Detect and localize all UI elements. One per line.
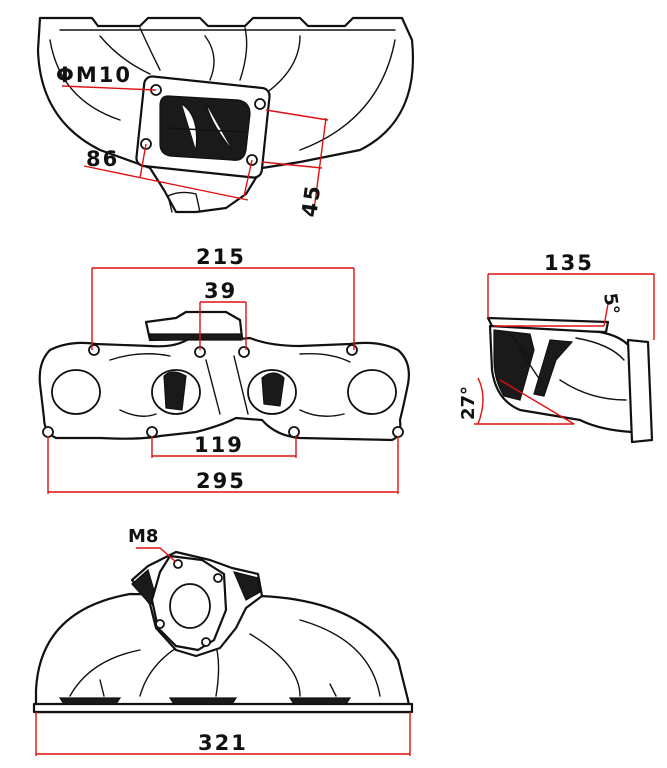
front-view-dim-39-line [199, 301, 247, 350]
front-view-bolt-5 [42, 426, 54, 438]
side-view-shadow [493, 329, 574, 401]
front-view-turbo-mount-shadow [149, 333, 243, 341]
bottom-view-stud-2 [213, 573, 223, 583]
bottom-view-stud-3 [155, 619, 165, 629]
bottom-view-stud-label: M8 [128, 526, 158, 547]
front-view-dim-215-line [91, 267, 355, 350]
bottom-view-dim-321-line [35, 712, 411, 756]
top-view: ΦM10 86 45 [36, 16, 414, 219]
top-view-leader-m10 [61, 85, 157, 91]
top-view-port-divider [165, 103, 247, 151]
top-view-dim-86-line [83, 143, 253, 201]
top-view-thread-label: ΦM10 [56, 63, 132, 87]
front-view-dim-295-line [47, 436, 399, 494]
bottom-view: M8 321 [32, 526, 414, 756]
bottom-view-dim-321: 321 [198, 731, 248, 755]
front-view-runner-lines [109, 352, 351, 417]
front-view-bolt-4 [346, 344, 358, 356]
side-view-angle-27-line [474, 377, 575, 425]
top-view-downpipe [167, 191, 201, 213]
front-view-bolt-8 [392, 426, 404, 438]
front-view-bolt-6 [146, 426, 158, 438]
side-view-details [509, 333, 627, 401]
front-view-dim-119: 119 [194, 433, 244, 457]
top-view-runner-lines [49, 27, 396, 151]
front-view-port-2-runner [163, 371, 187, 411]
front-view-dim-39: 39 [204, 279, 237, 303]
front-view-bolt-1 [88, 344, 100, 356]
front-view: 215 39 119 295 [38, 245, 410, 494]
side-view: 135 5° 27° [458, 251, 655, 444]
side-view-angle-27: 27° [458, 386, 479, 420]
front-view-dim-295: 295 [196, 469, 246, 493]
front-view-port-4 [347, 369, 397, 415]
side-view-turbo-flange [626, 338, 654, 444]
bottom-view-stud-4 [201, 637, 211, 647]
front-view-port-1 [51, 369, 101, 415]
front-view-port-3-runner [261, 372, 285, 407]
side-view-angle-5: 5° [599, 292, 623, 316]
side-view-angle-5-line [494, 303, 609, 327]
bottom-view-base-rail [32, 702, 414, 714]
side-view-dim-135: 135 [544, 251, 594, 275]
front-view-dim-215: 215 [196, 245, 246, 269]
front-view-dim-119-line [151, 436, 297, 458]
top-view-bolt-hole-tr [254, 98, 266, 110]
top-view-dim-45-line [261, 109, 329, 211]
bottom-view-runner-lines [69, 619, 381, 697]
bottom-view-turbo-port [169, 583, 211, 629]
top-view-dim-45: 45 [297, 182, 325, 218]
front-view-bolt-3 [238, 346, 250, 358]
side-view-dim-135-line [487, 273, 655, 340]
top-view-dim-86: 86 [86, 147, 119, 171]
bottom-view-leader-m8 [136, 547, 177, 563]
front-view-bolt-7 [288, 426, 300, 438]
bottom-view-base-shadow [58, 697, 352, 705]
